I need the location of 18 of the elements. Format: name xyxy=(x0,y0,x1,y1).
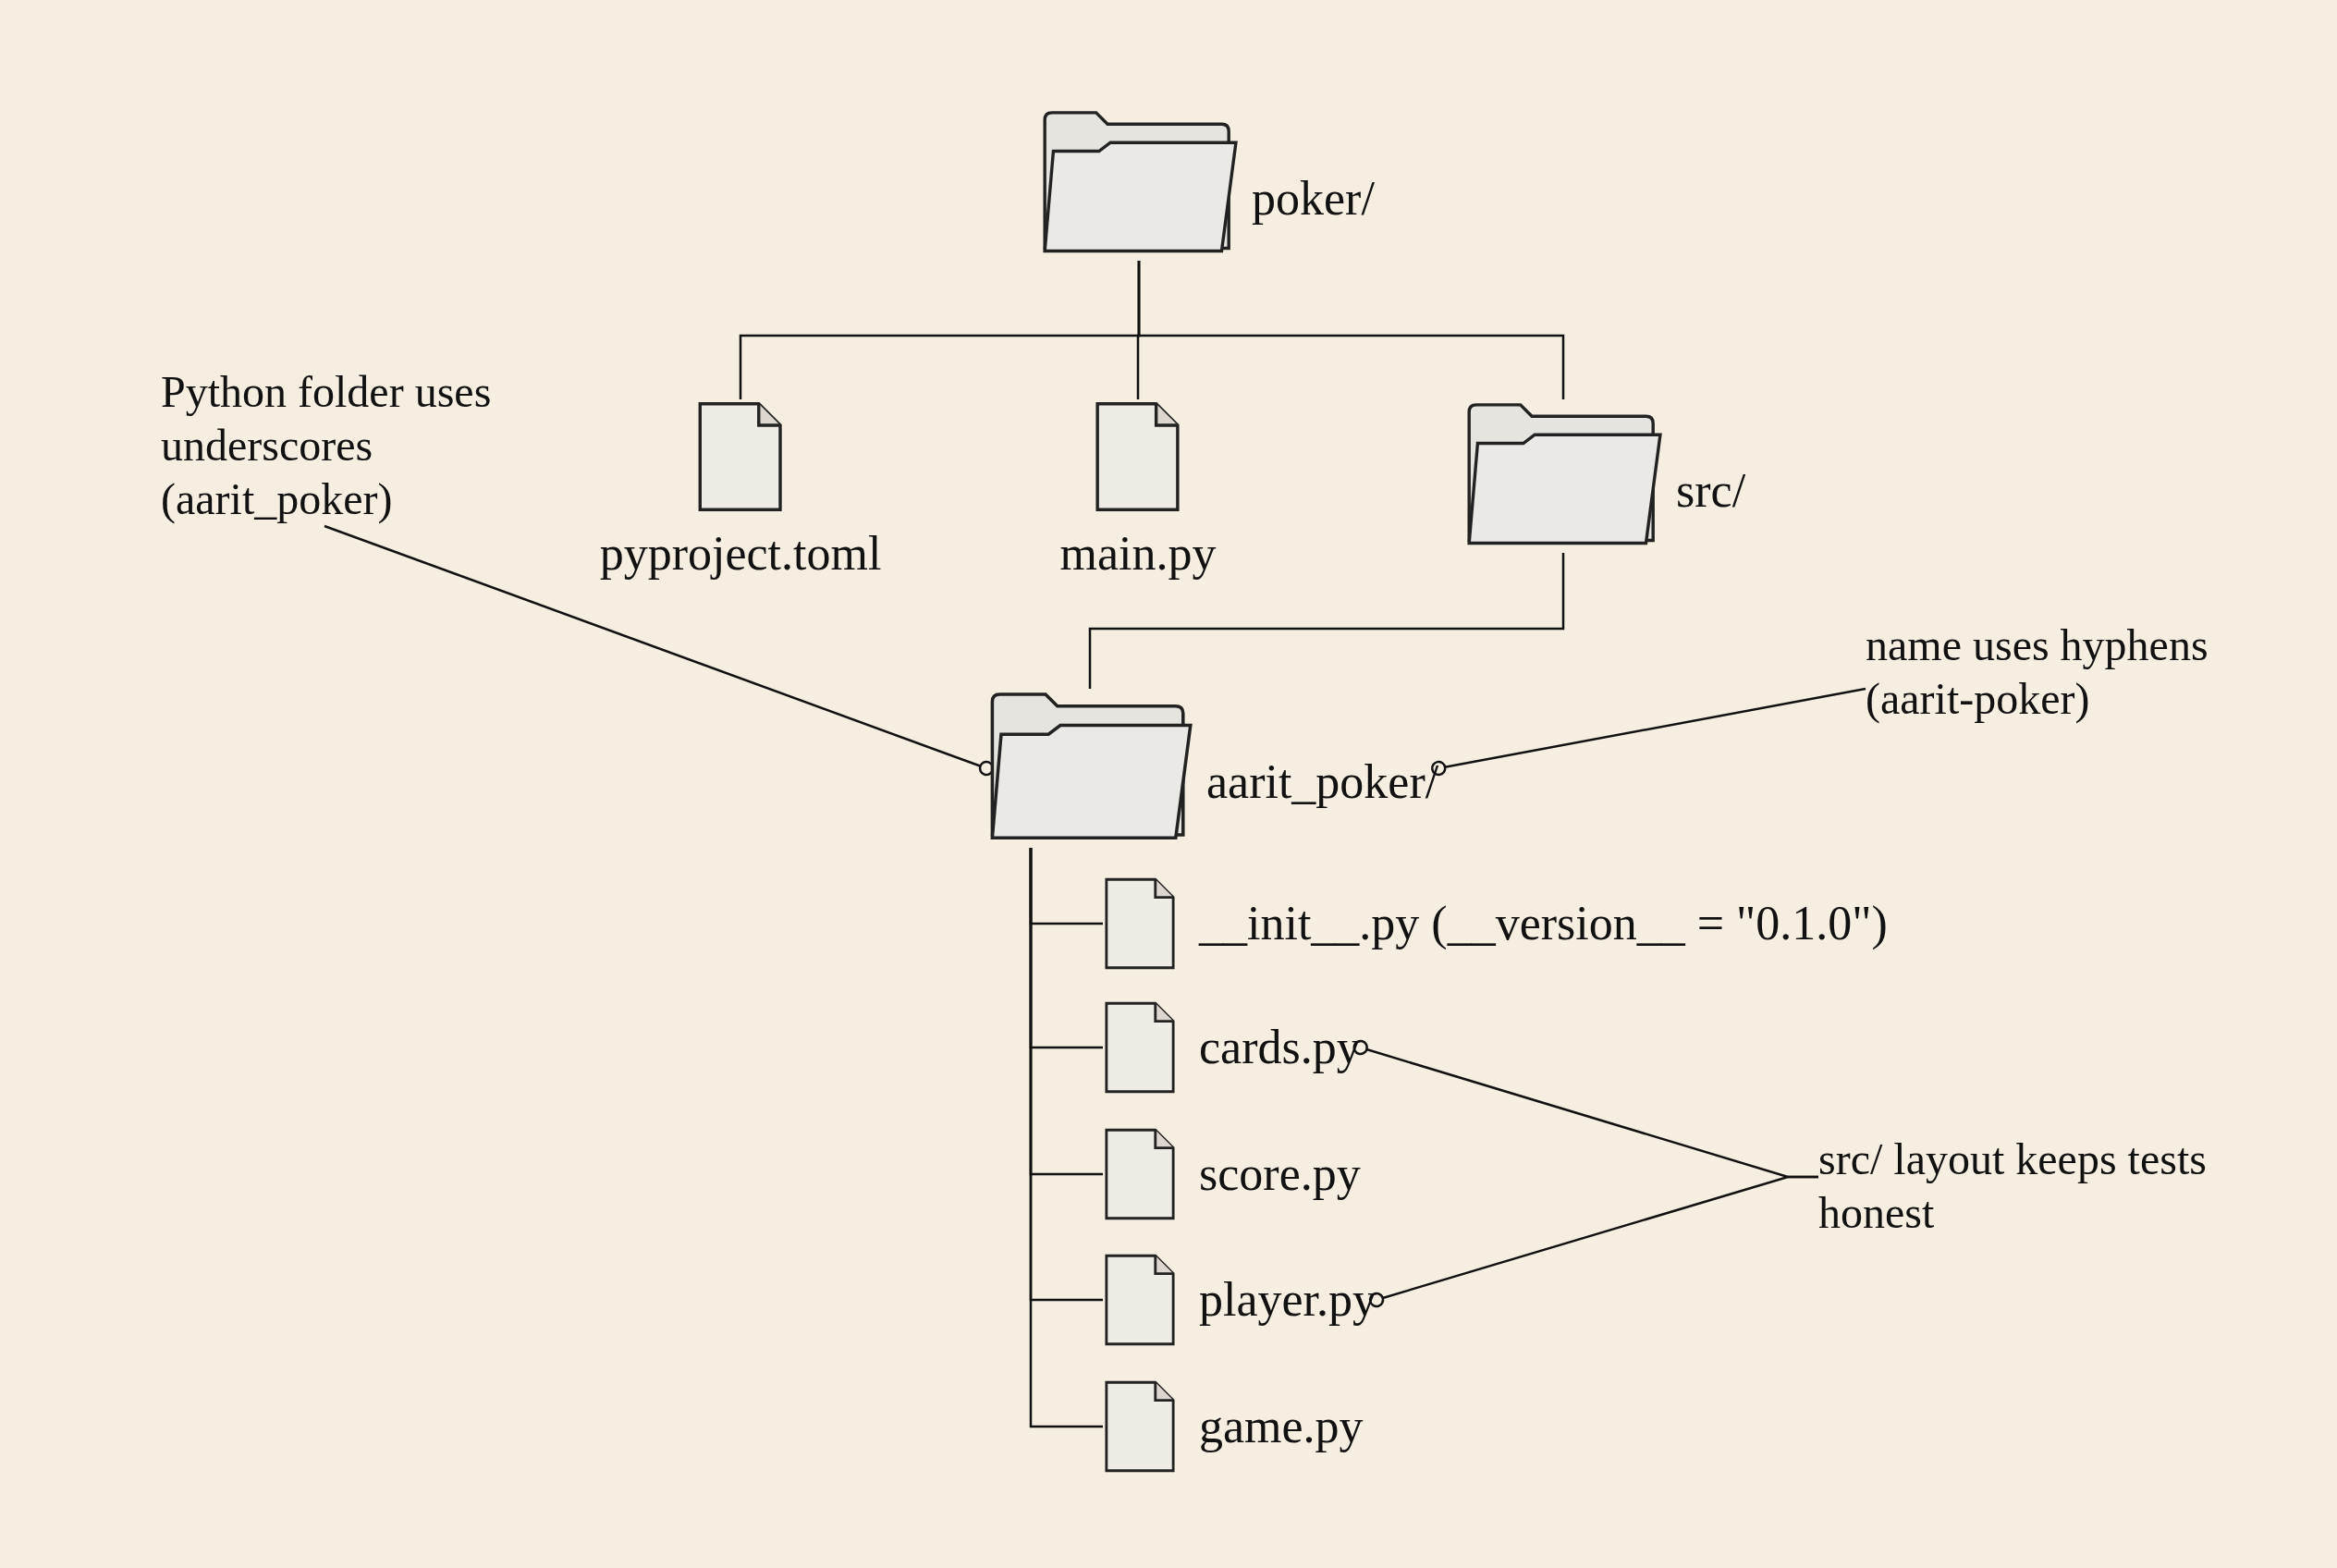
folder-name: src/ xyxy=(1676,463,1746,518)
file-name: game.py xyxy=(1199,1400,1364,1453)
file-name: score.py xyxy=(1199,1147,1361,1201)
leader-line xyxy=(1368,1175,1818,1308)
tree-connector xyxy=(1029,848,1103,1428)
file-name: __init__.py (__version__ = "0.1.0") xyxy=(1199,897,1888,950)
file-name: cards.py xyxy=(1199,1021,1361,1074)
leader-line xyxy=(1431,687,1866,777)
folder-name: poker/ xyxy=(1252,171,1375,226)
file-name: pyproject.toml xyxy=(599,527,882,581)
file-name: main.py xyxy=(1059,527,1217,581)
callout-text: name uses hyphens (aarit-poker) xyxy=(1866,619,2209,726)
callout-text: Python folder uses underscores (aarit_poker) xyxy=(161,366,493,526)
tree-connector xyxy=(1137,261,1565,399)
folder-name: aarit_poker/ xyxy=(1206,755,1439,810)
tree-connector xyxy=(1088,553,1565,689)
callout-text: src/ layout keeps tests honest xyxy=(1818,1133,2208,1239)
file-name: player.py xyxy=(1199,1273,1377,1327)
